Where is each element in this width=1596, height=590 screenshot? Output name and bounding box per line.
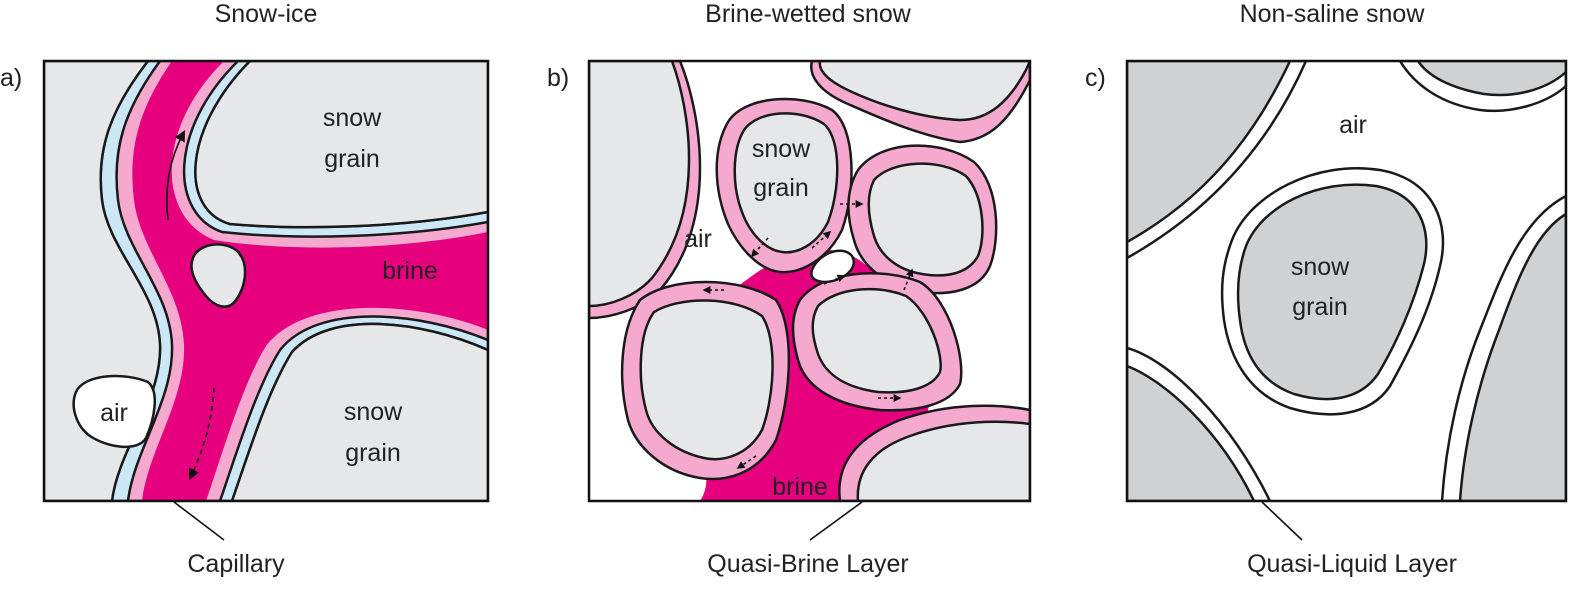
label-snow-grain-b-line1: snow — [752, 135, 811, 163]
label-air-b: air — [684, 225, 712, 253]
flow-arrow-up — [165, 130, 186, 221]
label-snow-grain-b-line2: grain — [753, 174, 809, 202]
label-brine-a: brine — [382, 257, 438, 285]
panel-a: Snow-ice a) snow grain brine snow grain … — [0, 0, 490, 578]
label-snow-grain-c-line1: snow — [1291, 253, 1350, 281]
snow-grain-top-right-c — [1416, 61, 1566, 97]
snow-grain-top-right-b — [818, 61, 1030, 122]
brine-channel — [132, 61, 488, 501]
callout-capillary: Capillary — [187, 550, 285, 578]
migration-arrows-b — [702, 200, 914, 469]
panel-a-title: Snow-ice — [215, 0, 318, 28]
callout-quasi-brine-layer: Quasi-Brine Layer — [707, 550, 908, 578]
panel-b: Brine-wetted snow b) — [547, 0, 1032, 578]
label-air-c: air — [1339, 111, 1367, 139]
panel-b-letter: b) — [547, 64, 569, 92]
label-snow-grain-bottom-line2: grain — [345, 439, 401, 467]
callout-quasi-liquid-layer: Quasi-Liquid Layer — [1247, 550, 1457, 578]
label-air-a: air — [100, 399, 128, 427]
snow-grain-top-left-c — [1127, 61, 1292, 244]
panel-c-content — [1127, 61, 1566, 501]
capillary-callout-line — [173, 501, 225, 541]
snow-grain-top-a — [194, 61, 488, 229]
label-snow-grain-top-line1: snow — [323, 104, 382, 132]
panel-b-content — [589, 61, 1030, 501]
snow-grain-small-a — [190, 243, 247, 308]
snow-grain-right-c — [1458, 212, 1566, 501]
panel-c-title: Non-saline snow — [1240, 0, 1426, 28]
panel-b-title: Brine-wetted snow — [705, 0, 912, 28]
air-pocket-small-b — [810, 249, 855, 284]
label-snow-grain-bottom-line1: snow — [344, 398, 403, 426]
flow-arrow-down — [188, 387, 215, 481]
label-snow-grain-c-line2: grain — [1292, 293, 1348, 321]
panel-c: Non-saline snow c) air snow grain Quasi-… — [1085, 0, 1568, 578]
snow-grain-center-b — [733, 112, 839, 254]
snow-grain-top-left-b — [589, 61, 691, 308]
snow-grain-mid-right-b — [811, 287, 942, 394]
snow-grain-bottom-left-b — [639, 299, 774, 461]
panel-a-letter: a) — [0, 64, 22, 92]
label-brine-b: brine — [772, 473, 828, 501]
label-snow-grain-top-line2: grain — [324, 145, 380, 173]
snow-grain-right-b — [867, 162, 984, 277]
panel-a-content — [44, 61, 488, 501]
panel-c-letter: c) — [1085, 64, 1106, 92]
air-bubble-a — [72, 374, 156, 449]
snow-grain-center-c — [1236, 183, 1428, 401]
snow-grain-bottom-right-b — [856, 420, 1030, 501]
snow-grain-bottom-a — [230, 322, 488, 501]
quasi-liquid-callout-line — [1261, 501, 1303, 541]
quasi-brine-callout-line — [809, 501, 863, 541]
